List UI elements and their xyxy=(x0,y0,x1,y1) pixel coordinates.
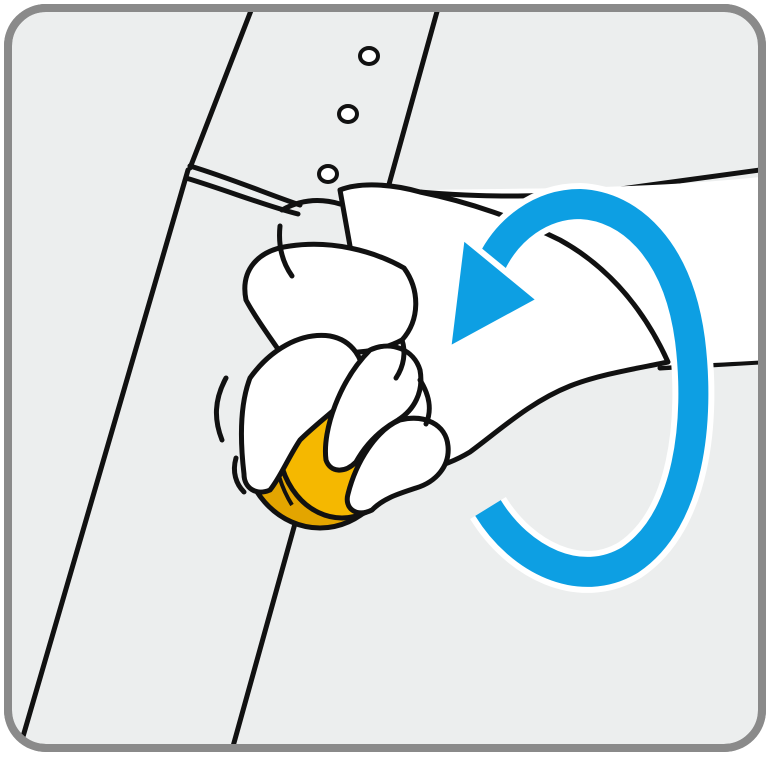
bolt-hole-icon xyxy=(339,106,357,122)
bolt-hole-icon xyxy=(360,48,378,64)
bolt-hole-icon xyxy=(319,166,337,182)
